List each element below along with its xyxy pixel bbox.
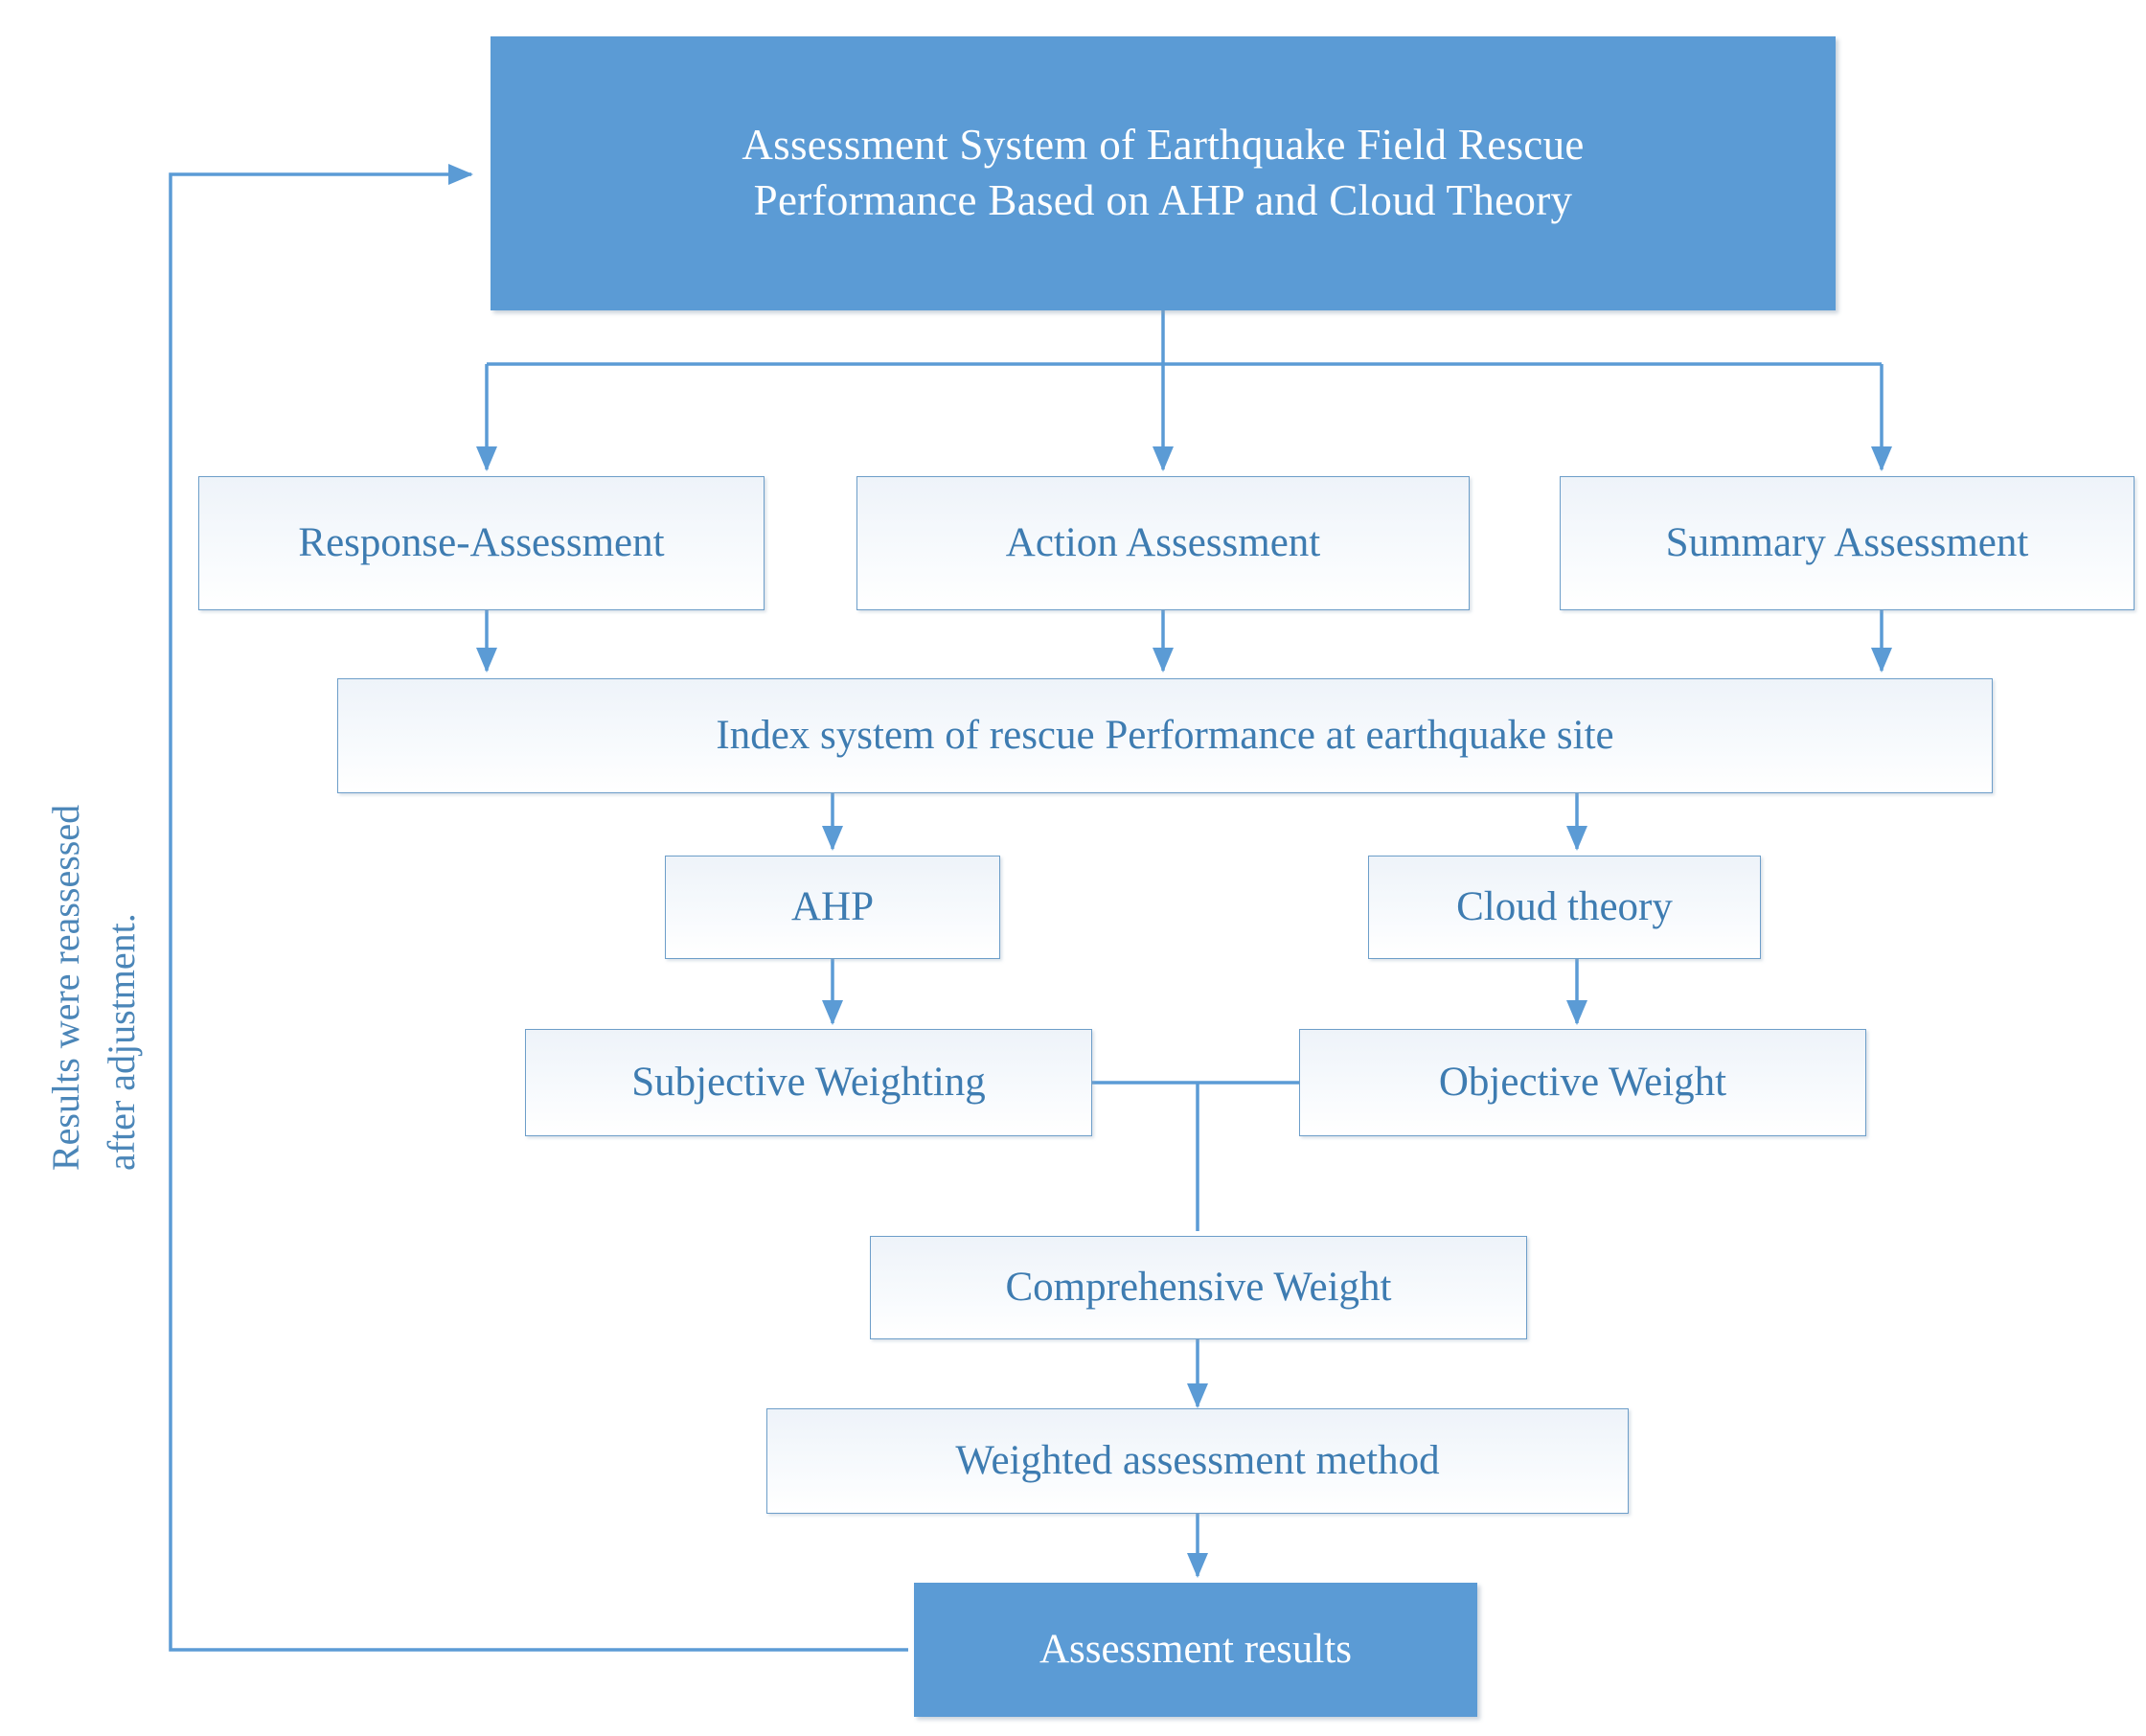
node-title[interactable]: Assessment System of Earthquake Field Re… [491,36,1836,310]
node-label: Cloud theory [1456,884,1673,930]
node-label: Comprehensive Weight [1005,1265,1392,1311]
node-label: Response-Assessment [298,520,665,566]
node-assessment-results[interactable]: Assessment results [914,1583,1477,1717]
feedback-note-line-1: Results were reassessed [44,804,87,1171]
node-response-assessment[interactable]: Response-Assessment [198,476,765,610]
node-objective-weight[interactable]: Objective Weight [1299,1029,1866,1136]
node-label: Subjective Weighting [631,1060,986,1106]
node-label: Weighted assessment method [955,1438,1440,1484]
node-label: Summary Assessment [1665,520,2029,566]
node-label: Action Assessment [1005,520,1321,566]
node-index-system[interactable]: Index system of rescue Performance at ea… [337,678,1993,793]
node-cloud-theory[interactable]: Cloud theory [1368,856,1761,959]
feedback-loop-note: Results were reassessed after adjustment… [38,805,149,1171]
node-ahp[interactable]: AHP [665,856,1000,959]
node-label: AHP [790,884,875,930]
node-comprehensive-weight[interactable]: Comprehensive Weight [870,1236,1527,1339]
node-subjective-weighting[interactable]: Subjective Weighting [525,1029,1092,1136]
node-action-assessment[interactable]: Action Assessment [856,476,1470,610]
node-label: Assessment results [1039,1627,1353,1673]
title-line-1: Assessment System of Earthquake Field Re… [742,121,1585,170]
node-label: Index system of rescue Performance at ea… [716,713,1614,759]
node-label: Objective Weight [1438,1060,1727,1106]
title-line-2: Performance Based on AHP and Cloud Theor… [753,176,1573,224]
feedback-note-line-2: after adjustment. [100,913,143,1171]
node-summary-assessment[interactable]: Summary Assessment [1560,476,2135,610]
node-weighted-assessment-method[interactable]: Weighted assessment method [766,1408,1629,1514]
